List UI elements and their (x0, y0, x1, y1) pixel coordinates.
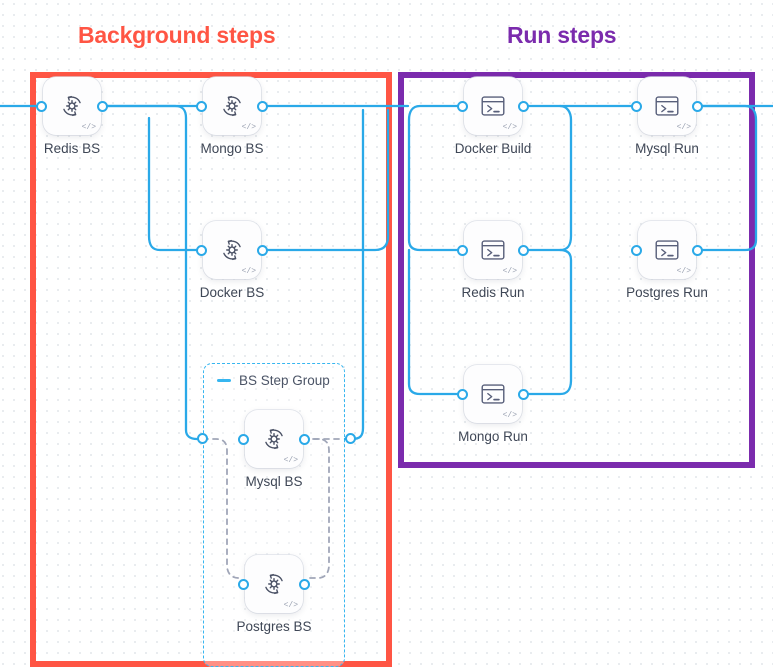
node-label-mongo-bs: Mongo BS (200, 141, 264, 156)
port-left-postgres-bs[interactable] (238, 578, 249, 590)
node-redis-run[interactable]: </> Redis Run (457, 221, 529, 300)
section-frame-run-steps (398, 72, 755, 468)
port-left-postgres-run[interactable] (631, 244, 642, 256)
node-mongo-bs[interactable]: </> Mongo BS (196, 77, 268, 156)
node-card-docker-build[interactable]: </> (457, 77, 529, 135)
gear-sync-icon (265, 428, 283, 450)
minus-icon[interactable] (217, 379, 231, 382)
node-label-mysql-bs: Mysql BS (245, 474, 303, 489)
code-badge-icon[interactable]: </> (676, 123, 691, 132)
code-badge-icon[interactable]: </> (81, 123, 96, 132)
node-postgres-run[interactable]: </> Postgres Run (626, 221, 708, 300)
terminal-icon (481, 96, 505, 116)
node-postgres-bs[interactable]: </> Postgres BS (236, 555, 312, 634)
terminal-icon (655, 96, 679, 116)
node-label-postgres-bs: Postgres BS (236, 619, 312, 634)
port-right-docker-bs[interactable] (257, 244, 268, 256)
code-badge-icon[interactable]: </> (676, 267, 691, 276)
section-title-background-steps: Background steps (78, 22, 276, 48)
node-card-redis-run[interactable]: </> (457, 221, 529, 279)
node-card-redis-bs[interactable]: </> (36, 77, 108, 135)
terminal-icon (481, 384, 505, 404)
code-badge-icon[interactable]: </> (502, 267, 517, 276)
port-left-mongo-run[interactable] (457, 388, 468, 400)
port-right-mongo-bs[interactable] (257, 100, 268, 112)
terminal-icon (481, 240, 505, 260)
node-mysql-bs[interactable]: </> Mysql BS (238, 410, 310, 489)
node-label-redis-run: Redis Run (461, 285, 525, 300)
port-right-postgres-bs[interactable] (299, 578, 310, 590)
group-port-left[interactable] (197, 433, 208, 444)
node-redis-bs[interactable]: </> Redis BS (36, 77, 108, 156)
node-label-docker-build: Docker Build (454, 141, 532, 156)
port-right-mysql-bs[interactable] (299, 433, 310, 445)
port-left-redis-bs[interactable] (36, 100, 47, 112)
code-badge-icon[interactable]: </> (241, 123, 256, 132)
node-label-mysql-run: Mysql Run (635, 141, 699, 156)
node-card-postgres-bs[interactable]: </> (238, 555, 310, 613)
gear-sync-icon (63, 95, 81, 117)
code-badge-icon[interactable]: </> (502, 123, 517, 132)
port-left-mongo-bs[interactable] (196, 100, 207, 112)
gear-sync-icon (223, 95, 241, 117)
port-left-redis-run[interactable] (457, 244, 468, 256)
node-mysql-run[interactable]: </> Mysql Run (631, 77, 703, 156)
node-card-mongo-bs[interactable]: </> (196, 77, 268, 135)
node-mongo-run[interactable]: </> Mongo Run (457, 365, 529, 444)
gear-sync-icon (265, 573, 283, 595)
bs-step-group-label: BS Step Group (239, 373, 330, 388)
node-label-mongo-run: Mongo Run (458, 429, 528, 444)
code-badge-icon[interactable]: </> (241, 267, 256, 276)
group-port-right[interactable] (345, 433, 356, 444)
node-card-postgres-run[interactable]: </> (631, 221, 703, 279)
port-right-postgres-run[interactable] (692, 244, 703, 256)
code-badge-icon[interactable]: </> (283, 456, 298, 465)
port-left-mysql-bs[interactable] (238, 433, 249, 445)
node-label-redis-bs: Redis BS (43, 141, 101, 156)
node-label-postgres-run: Postgres Run (626, 285, 708, 300)
port-left-docker-bs[interactable] (196, 244, 207, 256)
node-card-mysql-run[interactable]: </> (631, 77, 703, 135)
node-card-mysql-bs[interactable]: </> (238, 410, 310, 468)
port-right-mongo-run[interactable] (518, 388, 529, 400)
section-title-run-steps: Run steps (507, 22, 617, 48)
node-label-docker-bs: Docker BS (199, 285, 265, 300)
node-card-mongo-run[interactable]: </> (457, 365, 529, 423)
port-right-redis-run[interactable] (518, 244, 529, 256)
node-docker-bs[interactable]: </> Docker BS (196, 221, 268, 300)
gear-sync-icon (223, 239, 241, 261)
port-left-docker-build[interactable] (457, 100, 468, 112)
terminal-icon (655, 240, 679, 260)
node-docker-build[interactable]: </> Docker Build (455, 77, 531, 156)
node-card-docker-bs[interactable]: </> (196, 221, 268, 279)
port-right-redis-bs[interactable] (97, 100, 108, 112)
code-badge-icon[interactable]: </> (502, 411, 517, 420)
bs-step-group-header[interactable]: BS Step Group (217, 373, 330, 388)
port-right-docker-build[interactable] (518, 100, 529, 112)
port-left-mysql-run[interactable] (631, 100, 642, 112)
code-badge-icon[interactable]: </> (283, 601, 298, 610)
port-right-mysql-run[interactable] (692, 100, 703, 112)
